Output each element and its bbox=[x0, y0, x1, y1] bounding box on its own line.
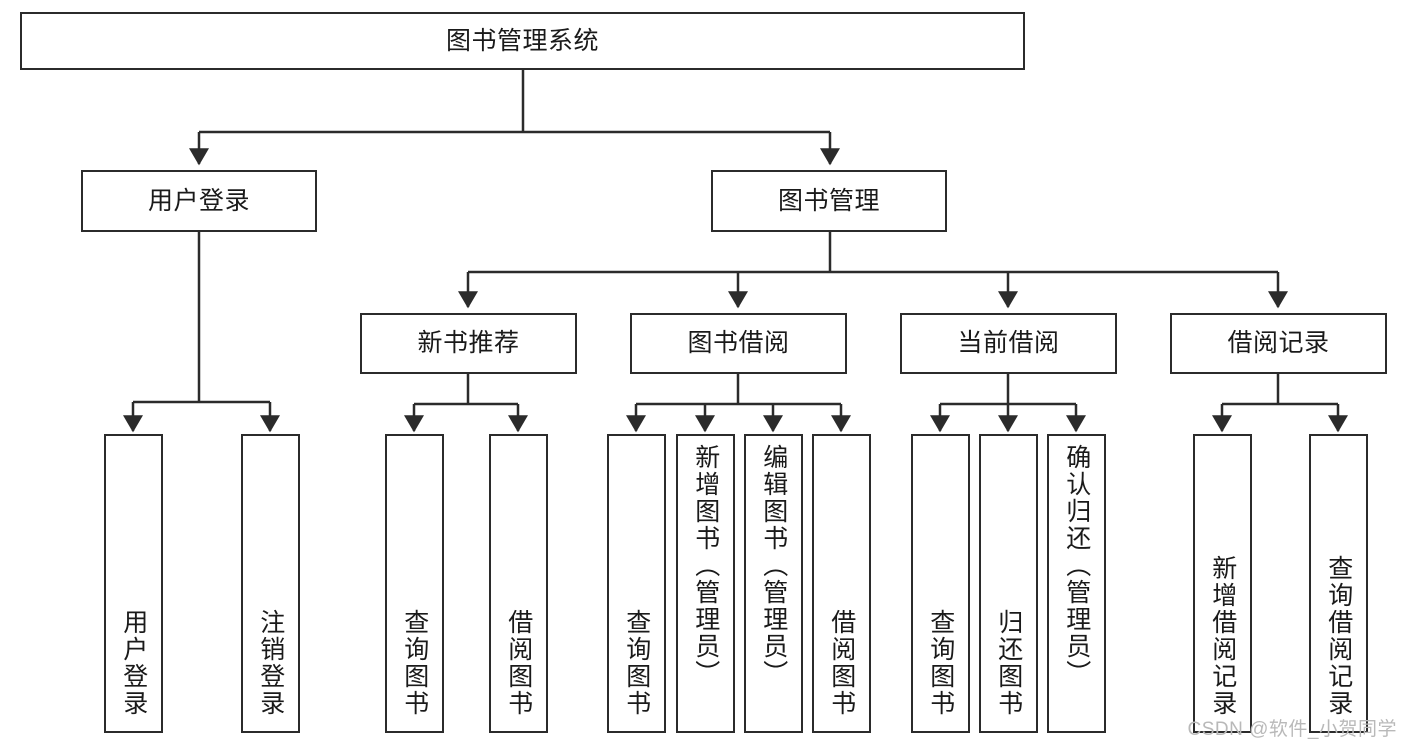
node-leaf-edit-book[interactable]: 编辑图书（管理员） bbox=[744, 434, 803, 733]
node-leaf-query-book-3[interactable]: 查询图书 bbox=[911, 434, 970, 733]
node-leaf-logout[interactable]: 注销登录 bbox=[241, 434, 300, 733]
node-leaf-edit-book-label: 编辑图书（管理员） bbox=[759, 444, 788, 687]
node-root-label: 图书管理系统 bbox=[445, 26, 599, 55]
node-leaf-query-book-1-label: 查询图书 bbox=[400, 609, 429, 717]
node-leaf-query-book-2-label: 查询图书 bbox=[622, 609, 651, 717]
watermark: CSDN @软件_小贺同学 bbox=[1187, 719, 1397, 740]
node-leaf-borrow-book-1-label: 借阅图书 bbox=[504, 609, 533, 717]
node-borrow-record[interactable]: 借阅记录 bbox=[1170, 313, 1387, 374]
node-leaf-borrow-book-2-label: 借阅图书 bbox=[827, 609, 856, 717]
node-leaf-borrow-book-1[interactable]: 借阅图书 bbox=[489, 434, 548, 733]
node-book-borrow-label: 图书借阅 bbox=[687, 329, 790, 357]
node-leaf-borrow-book-2[interactable]: 借阅图书 bbox=[812, 434, 871, 733]
node-new-book-rec[interactable]: 新书推荐 bbox=[360, 313, 577, 374]
node-leaf-query-book-3-label: 查询图书 bbox=[926, 609, 955, 717]
node-current-borrow-label: 当前借阅 bbox=[957, 329, 1060, 357]
node-book-manage-label: 图书管理 bbox=[777, 186, 880, 215]
node-leaf-add-record-label: 新增借阅记录 bbox=[1208, 555, 1237, 717]
node-leaf-query-book-1[interactable]: 查询图书 bbox=[385, 434, 444, 733]
node-leaf-user-login[interactable]: 用户登录 bbox=[104, 434, 163, 733]
node-leaf-add-book-label: 新增图书（管理员） bbox=[691, 444, 720, 687]
node-current-borrow[interactable]: 当前借阅 bbox=[900, 313, 1117, 374]
node-leaf-logout-label: 注销登录 bbox=[256, 609, 285, 717]
node-leaf-query-record-label: 查询借阅记录 bbox=[1324, 555, 1353, 717]
node-leaf-query-record[interactable]: 查询借阅记录 bbox=[1309, 434, 1368, 733]
node-leaf-confirm-return[interactable]: 确认归还（管理员） bbox=[1047, 434, 1106, 733]
node-leaf-user-login-label: 用户登录 bbox=[119, 609, 148, 717]
node-leaf-confirm-return-label: 确认归还（管理员） bbox=[1062, 444, 1091, 687]
node-leaf-return-book[interactable]: 归还图书 bbox=[979, 434, 1038, 733]
node-book-manage[interactable]: 图书管理 bbox=[711, 170, 947, 232]
node-borrow-record-label: 借阅记录 bbox=[1227, 329, 1330, 357]
node-leaf-return-book-label: 归还图书 bbox=[994, 609, 1023, 717]
node-new-book-rec-label: 新书推荐 bbox=[417, 329, 520, 357]
node-user-login-label: 用户登录 bbox=[147, 186, 250, 215]
node-leaf-query-book-2[interactable]: 查询图书 bbox=[607, 434, 666, 733]
node-user-login[interactable]: 用户登录 bbox=[81, 170, 317, 232]
node-leaf-add-record[interactable]: 新增借阅记录 bbox=[1193, 434, 1252, 733]
node-root[interactable]: 图书管理系统 bbox=[20, 12, 1025, 70]
node-leaf-add-book[interactable]: 新增图书（管理员） bbox=[676, 434, 735, 733]
node-book-borrow[interactable]: 图书借阅 bbox=[630, 313, 847, 374]
